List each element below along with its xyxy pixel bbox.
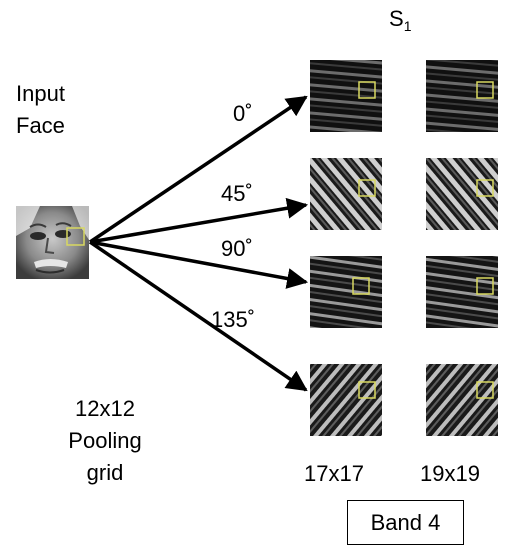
pooling-label-line2: Pooling xyxy=(68,428,142,453)
orientation-label-90: 90˚ xyxy=(221,236,253,261)
orientation-arrows xyxy=(89,95,309,392)
column-label-17x17: 17x17 xyxy=(304,461,364,486)
map-0-19 xyxy=(426,60,498,132)
band-label: Band 4 xyxy=(370,509,441,535)
input-label-line1: Input xyxy=(16,81,65,106)
band-label-box: Band 4 xyxy=(347,500,464,545)
pooling-label-line3: grid xyxy=(86,460,124,485)
pooling-box xyxy=(66,227,85,246)
map-90-19 xyxy=(426,256,498,328)
orientation-label-45: 45˚ xyxy=(221,181,253,206)
map-45-19 xyxy=(426,158,498,230)
arrow-135 xyxy=(89,240,308,392)
arrow-90 xyxy=(89,240,309,289)
arrow-0 xyxy=(89,95,308,244)
map-135-17 xyxy=(310,364,382,436)
input-label-line2: Face xyxy=(16,113,65,138)
column-17x17 xyxy=(310,60,382,436)
orientation-label-0: 0˚ xyxy=(233,101,253,126)
orientation-label-135: 135˚ xyxy=(211,307,256,332)
pooling-label-line1: 12x12 xyxy=(75,396,135,421)
map-45-17 xyxy=(310,158,382,230)
input-face-image xyxy=(16,206,89,279)
column-label-19x19: 19x19 xyxy=(420,461,480,486)
map-90-17 xyxy=(310,256,382,328)
map-0-17 xyxy=(310,60,382,132)
s1-title: S1 xyxy=(389,6,412,34)
arrow-45 xyxy=(89,197,309,244)
map-135-19 xyxy=(426,364,498,436)
column-19x19 xyxy=(426,60,498,436)
